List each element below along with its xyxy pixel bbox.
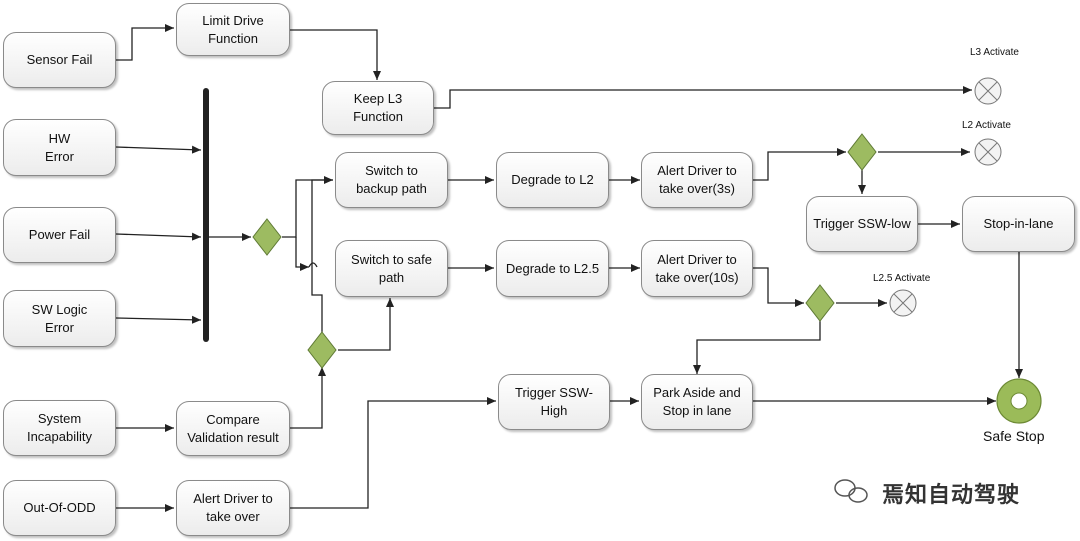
node-sensor-fail: Sensor Fail — [3, 32, 116, 88]
safe-stop-marker — [996, 378, 1042, 424]
node-limit-drive: Limit Drive Function — [176, 3, 290, 56]
node-power-fail: Power Fail — [3, 207, 116, 263]
node-compare-validation: Compare Validation result — [176, 401, 290, 456]
decision-diamond-l2 — [847, 133, 877, 171]
wechat-icon — [834, 479, 868, 503]
node-trigger-ssw-high: Trigger SSW- High — [498, 374, 610, 430]
decision-diamond-l25 — [805, 284, 835, 322]
edge-power-bar — [115, 232, 202, 241]
node-alert-3s: Alert Driver to take over(3s) — [641, 152, 753, 208]
edge-compare-diamond2 — [290, 367, 326, 429]
edge-alert3s-diamond3 — [753, 148, 846, 181]
edge-alert-triggerhigh — [290, 397, 496, 509]
label-l25-activate: L2.5 Activate — [873, 273, 931, 284]
node-keep-l3: Keep L3 Function — [322, 81, 434, 135]
edge-hw-bar — [115, 145, 202, 154]
edge-diamond4-park — [693, 320, 821, 374]
node-park-aside: Park Aside and Stop in lane — [641, 374, 753, 430]
node-alert-10s: Alert Driver to take over(10s) — [641, 240, 753, 297]
l3-activate-marker — [974, 77, 1002, 105]
decision-diamond-validation — [307, 331, 337, 369]
edge-diamond-safe — [295, 237, 309, 271]
node-trigger-ssw-low: Trigger SSW-low — [806, 196, 918, 252]
edge-diamond2-backup — [311, 179, 333, 332]
edge-hop — [308, 262, 318, 268]
watermark-text: 焉知自动驾驶 — [882, 482, 1021, 507]
edge-alert10s-diamond4 — [753, 267, 804, 307]
node-sw-logic-error: SW Logic Error — [3, 290, 116, 347]
edge-keepl3-l3 — [434, 86, 972, 109]
edge-limit-keepl3 — [290, 29, 381, 80]
l2-activate-marker — [974, 138, 1002, 166]
edge-sw-bar — [115, 315, 202, 324]
node-alert-takeover: Alert Driver to take over — [176, 480, 290, 536]
node-hw-error: HW Error — [3, 119, 116, 176]
node-switch-backup: Switch to backup path — [335, 152, 448, 208]
label-l2-activate: L2 Activate — [962, 120, 1011, 131]
l25-activate-marker — [889, 289, 917, 317]
node-degrade-l25: Degrade to L2.5 — [496, 240, 609, 297]
node-switch-safe: Switch to safe path — [335, 240, 448, 297]
sync-bar — [203, 88, 209, 342]
node-system-incapability: System Incapability — [3, 400, 116, 456]
label-l3-activate: L3 Activate — [970, 47, 1019, 58]
label-safe-stop: Safe Stop — [983, 428, 1045, 444]
edge-diamond2-safe — [338, 298, 394, 351]
node-degrade-l2: Degrade to L2 — [496, 152, 609, 208]
decision-diamond-main — [252, 218, 282, 256]
edge-sensor-limit — [116, 24, 174, 61]
node-stop-in-lane: Stop-in-lane — [962, 196, 1075, 252]
edge-diamond-backup — [282, 176, 333, 238]
node-out-of-odd: Out-Of-ODD — [3, 480, 116, 536]
